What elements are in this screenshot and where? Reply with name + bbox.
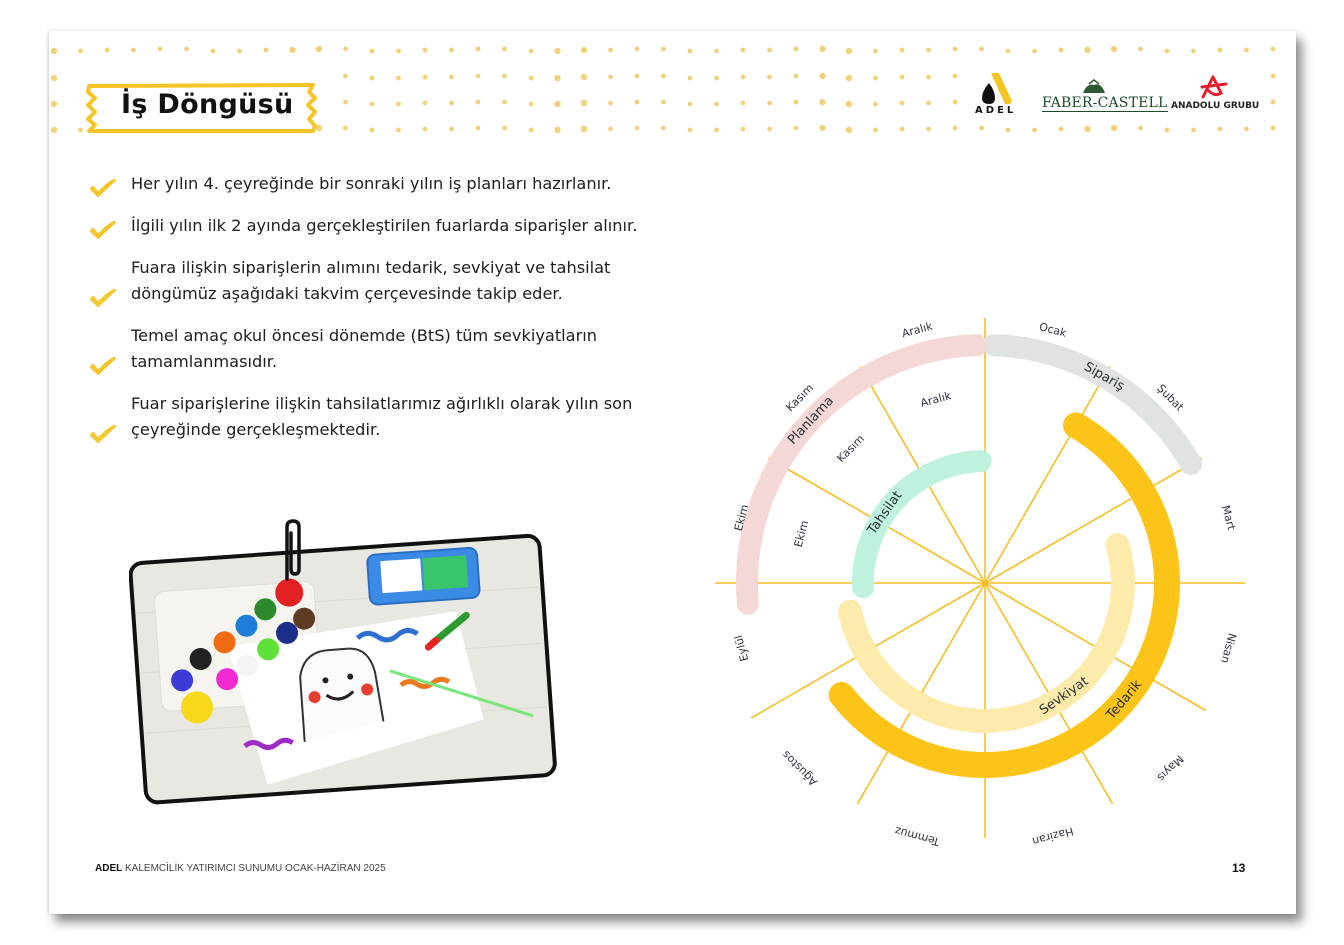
- month-label: Temmuz: [893, 824, 942, 849]
- phase-arc-sipariş: [982, 334, 1203, 475]
- bullet-text: Temel amaç okul öncesi dönemde (BtS) tüm…: [131, 326, 597, 345]
- page-title: İş Döngüsü: [121, 89, 294, 120]
- footer-caption: ADEL KALEMCİLİK YATIRIMCI SUNUMU OCAK-HA…: [95, 863, 386, 874]
- check-icon: [89, 288, 117, 308]
- bullet-item: Her yılın 4. çeyreğinde bir sonraki yılı…: [89, 171, 612, 198]
- month-label: Ağustos: [779, 748, 819, 788]
- inner-month-label: Ekim: [792, 519, 812, 549]
- check-icon: [89, 220, 117, 240]
- adel-logo-icon: [982, 73, 1012, 104]
- check-icon: [89, 178, 117, 198]
- faber-castell-tree-icon: [1083, 79, 1105, 93]
- spoke-line: [984, 366, 1111, 584]
- paperclip-icon: [285, 519, 301, 581]
- check-icon: [89, 424, 117, 444]
- anadolu-grubu-logo-icon: [1200, 75, 1228, 99]
- bullet-item: İlgili yılın ilk 2 ayında gerçekleştiril…: [89, 213, 638, 240]
- month-label: Eylül: [732, 634, 751, 663]
- bullet-item: Fuar siparişlerine ilişkin tahsilatlarım…: [89, 391, 633, 444]
- bullet-text: İlgili yılın ilk 2 ayında gerçekleştiril…: [131, 216, 638, 235]
- month-label: Nisan: [1218, 632, 1239, 665]
- page-number: 13: [1232, 861, 1246, 875]
- spoke-line: [984, 457, 1202, 584]
- business-cycle-wheel: SiparişPlanlamaTahsilatTedarikSevkiyatOc…: [715, 318, 1245, 849]
- month-label: Mayıs: [1154, 753, 1186, 785]
- phase-arc-tedarik: [828, 412, 1180, 778]
- title-tape-decoration: [86, 83, 317, 133]
- month-label: Mart: [1219, 504, 1238, 532]
- bullet-text: Her yılın 4. çeyreğinde bir sonraki yılı…: [131, 174, 612, 193]
- faber-castell-logo-text: FABER-CASTELL: [1042, 95, 1168, 112]
- adel-logo-text: ADEL: [975, 105, 1017, 116]
- phase-arc-tahsilat: [852, 450, 992, 599]
- month-label: Ocak: [1038, 320, 1069, 340]
- check-icon: [89, 356, 117, 376]
- bullet-text: tamamlanmasıdır.: [131, 352, 278, 371]
- bullet-text: çeyreğinde gerçekleşmektedir.: [131, 420, 381, 439]
- footer-brand: ADEL: [95, 863, 123, 874]
- month-label: Aralık: [900, 319, 934, 340]
- bullet-item: Fuara ilişkin siparişlerin alımını tedar…: [89, 255, 611, 308]
- footer-text: KALEMCİLİK YATIRIMCI SUNUMU OCAK-HAZİRAN…: [125, 863, 386, 874]
- bullet-text: döngümüz aşağıdaki takvim çerçevesinde t…: [131, 284, 563, 303]
- month-label: Haziran: [1031, 824, 1075, 847]
- product-photo: [129, 519, 557, 805]
- bullet-item: Temel amaç okul öncesi dönemde (BtS) tüm…: [89, 323, 597, 376]
- inner-month-label: Kasım: [834, 432, 867, 465]
- phase-arc-planlama: [736, 334, 988, 615]
- bullet-text: Fuar siparişlerine ilişkin tahsilatlarım…: [131, 394, 633, 413]
- inner-month-label: Aralık: [919, 389, 953, 410]
- phase-arc-sevkiyat: [838, 532, 1136, 733]
- partner-logos: ADEL FABER-CASTELL ANADOLU GRUBU: [969, 69, 1289, 129]
- slide-page: İş Döngüsü ADEL FABER-CASTELL ANADOLU GR…: [49, 31, 1296, 914]
- bullet-text: Fuara ilişkin siparişlerin alımını tedar…: [131, 258, 611, 277]
- anadolu-grubu-logo-text: ANADOLU GRUBU: [1171, 101, 1260, 111]
